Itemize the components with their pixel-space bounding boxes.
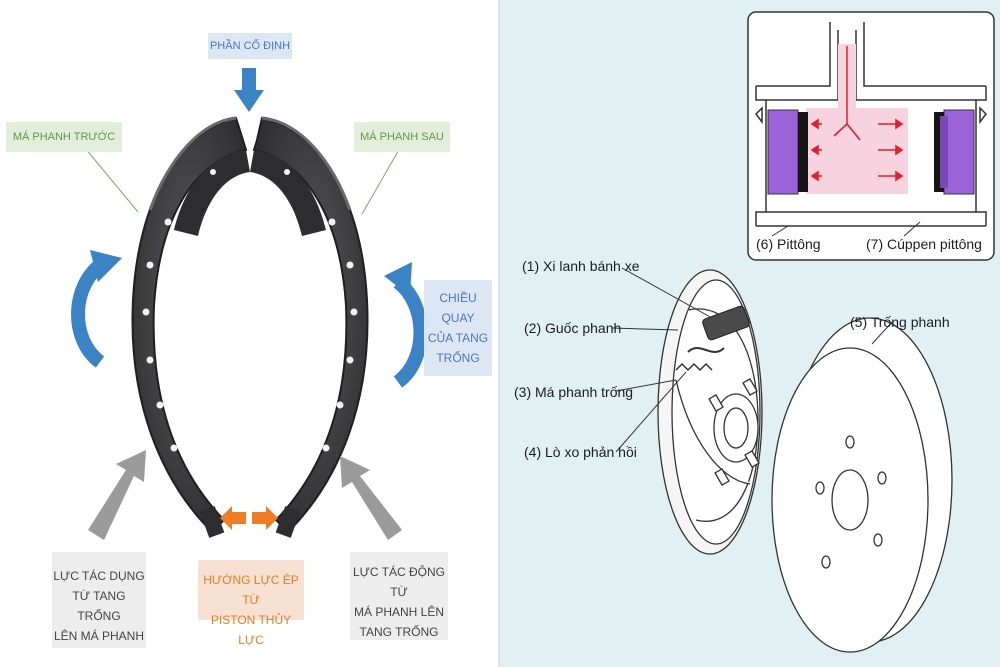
- front-shoe-label: MÁ PHANH TRƯỚC: [6, 122, 122, 152]
- shoe-to-drum-force-line-3: TANG TRỐNG: [359, 625, 439, 639]
- return-spring: [675, 362, 713, 372]
- return-spring-label: (4) Lò xo phản hồi: [524, 444, 637, 460]
- piston-cup-label: (7) Cúppen pittông: [866, 236, 982, 252]
- piston-left: [767, 109, 799, 195]
- wheel-cylinder: [702, 305, 750, 341]
- brake-shoe-force-diagram: PHẦN CỐ ĐỊNH MÁ PHANH TRƯỚC MÁ PHANH SAU…: [6, 33, 492, 648]
- brake-drum: [771, 317, 953, 653]
- brake-backing-plate: [657, 269, 763, 555]
- piston-force-line-1: HƯỚNG LỰC ÉP TỪ: [203, 573, 299, 607]
- piston-force-label: HƯỚNG LỰC ÉP TỪ PISTON THỦY LỰC: [198, 560, 304, 647]
- piston-label: (6) Pittông: [756, 236, 821, 252]
- drum-rotation-line-3: TRỐNG: [436, 351, 480, 365]
- shoe-to-drum-force-label: LỰC TÁC ĐỘNG TỪ MÁ PHANH LÊN TANG TRỐNG: [350, 552, 448, 640]
- rear-shoe-label: MÁ PHANH SAU: [354, 122, 450, 152]
- drum-brake-parts-diagram: (6) Pittông (7) Cúppen pittông (1) Xi la…: [500, 0, 1000, 667]
- brake-drum-label: (5) Trống phanh: [850, 314, 950, 330]
- brake-shoe-illustration: [71, 68, 428, 540]
- shoe-to-drum-force-line-1: LỰC TÁC ĐỘNG TỪ: [352, 565, 446, 599]
- brake-shoe-label: (2) Guốc phanh: [524, 320, 622, 336]
- drum-brake-illustration: [611, 11, 995, 653]
- drum-to-shoe-force-line-2: TỪ TANG TRỐNG: [72, 589, 126, 623]
- drum-to-shoe-force-line-3: LÊN MÁ PHANH: [53, 629, 145, 643]
- drum-rotation-label: CHIỀU QUAY CỦA TANG TRỐNG: [424, 280, 492, 376]
- drum-rotation-line-2: CỦA TANG: [427, 331, 489, 345]
- drum-lining-label: (3) Má phanh trống: [514, 384, 634, 400]
- panel-divider: [498, 0, 500, 667]
- wheel-cylinder-label: (1) Xi lanh bánh xe: [522, 258, 640, 274]
- drum-to-shoe-force-line-1: LỰC TÁC DỤNG: [53, 569, 145, 583]
- piston-force-line-2: PISTON THỦY LỰC: [210, 613, 292, 647]
- piston-right: [943, 109, 975, 195]
- drum-to-shoe-force-label: LỰC TÁC DỤNG TỪ TANG TRỐNG LÊN MÁ PHANH: [52, 552, 146, 648]
- shoe-to-drum-force-line-2: MÁ PHANH LÊN: [353, 605, 445, 619]
- fixed-part-label: PHẦN CỐ ĐỊNH: [208, 33, 292, 59]
- drum-rotation-line-1: CHIỀU QUAY: [439, 291, 477, 325]
